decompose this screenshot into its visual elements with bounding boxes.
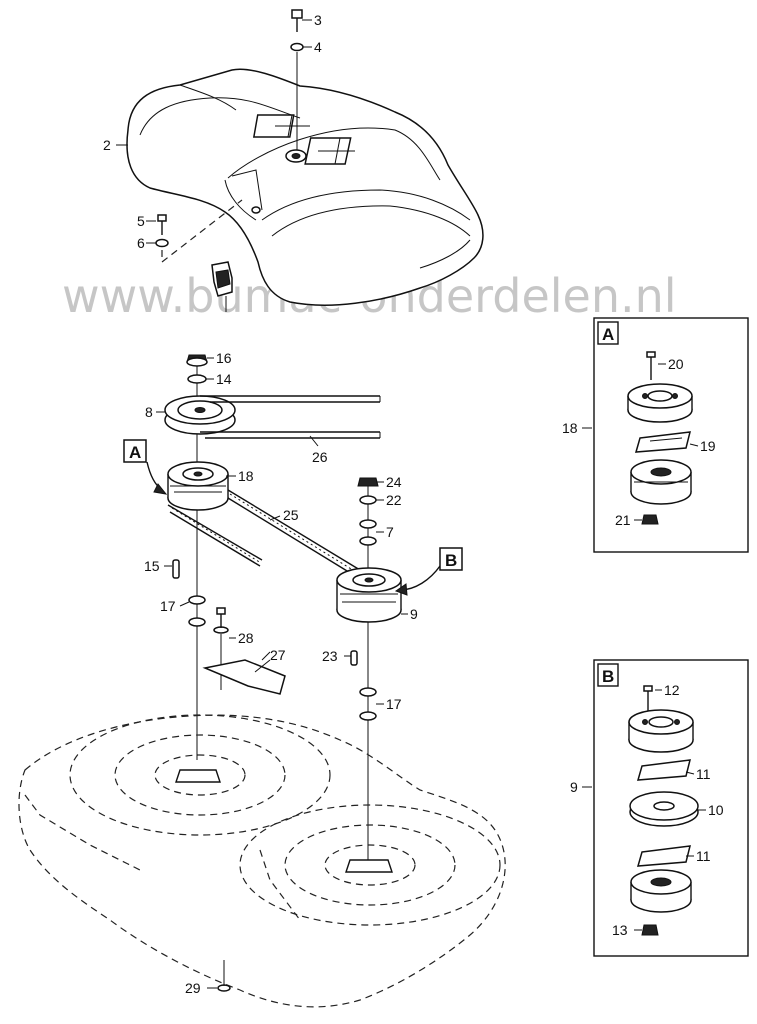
washer-7b [359, 536, 377, 546]
label-25: 25 [283, 507, 299, 523]
detail-b-assembly: 9 [570, 779, 578, 795]
label-2: 2 [103, 137, 111, 153]
belt-cover [126, 68, 484, 306]
bolt-28 [213, 607, 229, 690]
pin-23 [350, 650, 358, 666]
detail-a-19: 19 [700, 438, 716, 454]
label-14: 14 [216, 371, 232, 387]
washer-17-left-a [188, 595, 206, 605]
label-29: 29 [185, 980, 201, 996]
label-27: 27 [270, 647, 286, 663]
label-5: 5 [137, 213, 145, 229]
guard-27 [202, 659, 286, 695]
label-16: 16 [216, 350, 232, 366]
toothed-pulley-18 [167, 461, 229, 511]
bolt-5 [155, 199, 243, 264]
detail-b-11-lower: 11 [696, 848, 711, 864]
detail-a-letter: A [602, 325, 614, 344]
label-4: 4 [314, 39, 322, 55]
detail-b-10: 10 [708, 802, 724, 818]
detail-box-b [582, 659, 749, 957]
toothed-belt-25 [167, 489, 361, 575]
label-26: 26 [312, 449, 328, 465]
detail-b-12: 12 [664, 682, 680, 698]
detail-b-13: 13 [612, 922, 628, 938]
label-18: 18 [238, 468, 254, 484]
detail-b-11-upper: 11 [696, 766, 711, 782]
label-8: 8 [145, 404, 153, 420]
label-6: 6 [137, 235, 145, 251]
detail-b-letter: B [602, 667, 614, 686]
label-22: 22 [386, 492, 402, 508]
washer-17-right-b [359, 711, 377, 721]
callout-a: A [129, 443, 141, 462]
washer-7a [359, 519, 377, 529]
clip-part [211, 261, 233, 312]
toothed-pulley-9 [336, 567, 402, 623]
label-23: 23 [322, 648, 338, 664]
mower-deck [18, 714, 506, 1008]
v-belt-26 [200, 395, 381, 439]
label-28: 28 [238, 630, 254, 646]
screw-29 [217, 960, 231, 992]
detail-a-20: 20 [668, 356, 684, 372]
washer-14 [187, 374, 207, 384]
part-number-labels: 3 4 2 5 6 16 14 8 26 18 25 24 22 7 15 17… [103, 12, 724, 996]
washer-17-right-a [359, 687, 377, 697]
pin-15 [172, 559, 180, 579]
pulley-8 [164, 395, 236, 435]
label-24: 24 [386, 474, 402, 490]
label-17-right: 17 [386, 696, 402, 712]
detail-a-assembly: 18 [562, 420, 578, 436]
label-17-left: 17 [160, 598, 176, 614]
washer-22 [359, 495, 377, 505]
callout-b: B [445, 551, 457, 570]
nut-16 [186, 354, 208, 367]
leader-lines [116, 19, 706, 989]
label-15: 15 [144, 558, 160, 574]
label-9: 9 [410, 606, 418, 622]
washer-17-left-b [188, 617, 206, 627]
nut-24 [357, 477, 379, 487]
detail-a-21: 21 [615, 512, 631, 528]
label-7: 7 [386, 524, 394, 540]
detail-box-a [582, 317, 749, 553]
label-3: 3 [314, 12, 322, 28]
